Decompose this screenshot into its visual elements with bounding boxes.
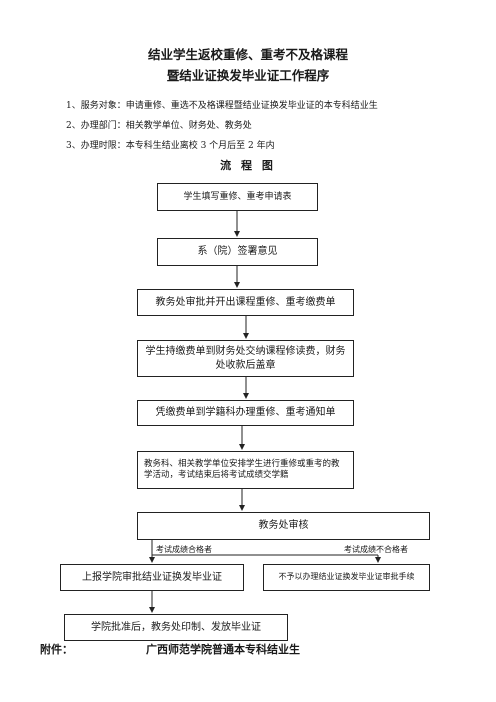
document-title-line2: 暨结业证换发毕业证工作程序	[166, 68, 330, 83]
step-academic-affairs-review: 教务处审核	[137, 512, 430, 540]
step-registry-notice: 凭缴费单到学籍科办理重修、重考通知单	[137, 400, 354, 426]
info-departments: 2、办理部门：相关教学单位、财务处、教务处	[66, 121, 252, 131]
step-academic-affairs-billing: 教务处审批并开出课程重修、重考缴费单	[137, 289, 354, 316]
step-issue-diploma: 学院批准后，教务处印制、发放毕业证	[64, 614, 288, 641]
step-teaching-and-exam: 教务科、相关教学单位安排学生进行重修或重考的教学活动，考试结束后将考试成绩交学籍	[137, 451, 354, 489]
info-service-target: 1、服务对象：申请重修、重选不及格课程暨结业证换发毕业证的本专科结业生	[66, 101, 378, 111]
footer-attachment-label: 附件：	[40, 643, 73, 656]
flowchart-heading: 流 程 图	[220, 159, 276, 172]
step-pay-finance: 学生持缴费单到财务处交纳课程修读费，财务处收款后盖章	[137, 340, 354, 377]
step-fill-application: 学生填写重修、重考申请表	[157, 183, 318, 211]
info-time-limit: 3、办理时限：本专科生结业离校 3 个月后至 2 年内	[66, 141, 275, 151]
step-department-opinion: 系（院）签署意见	[157, 238, 318, 266]
step-report-certificate-exchange: 上报学院审批结业证换发毕业证	[60, 564, 244, 591]
branch-label-fail: 考试成绩不合格者	[344, 545, 408, 554]
document-title-line1: 结业学生返校重修、重考不及格课程	[147, 47, 348, 62]
step-not-processed: 不予以办理结业证换发毕业证审批手续	[263, 564, 430, 591]
footer-attachment-text: 广西师范学院普通本专科结业生	[146, 643, 300, 656]
branch-label-pass: 考试成绩合格者	[156, 545, 212, 554]
